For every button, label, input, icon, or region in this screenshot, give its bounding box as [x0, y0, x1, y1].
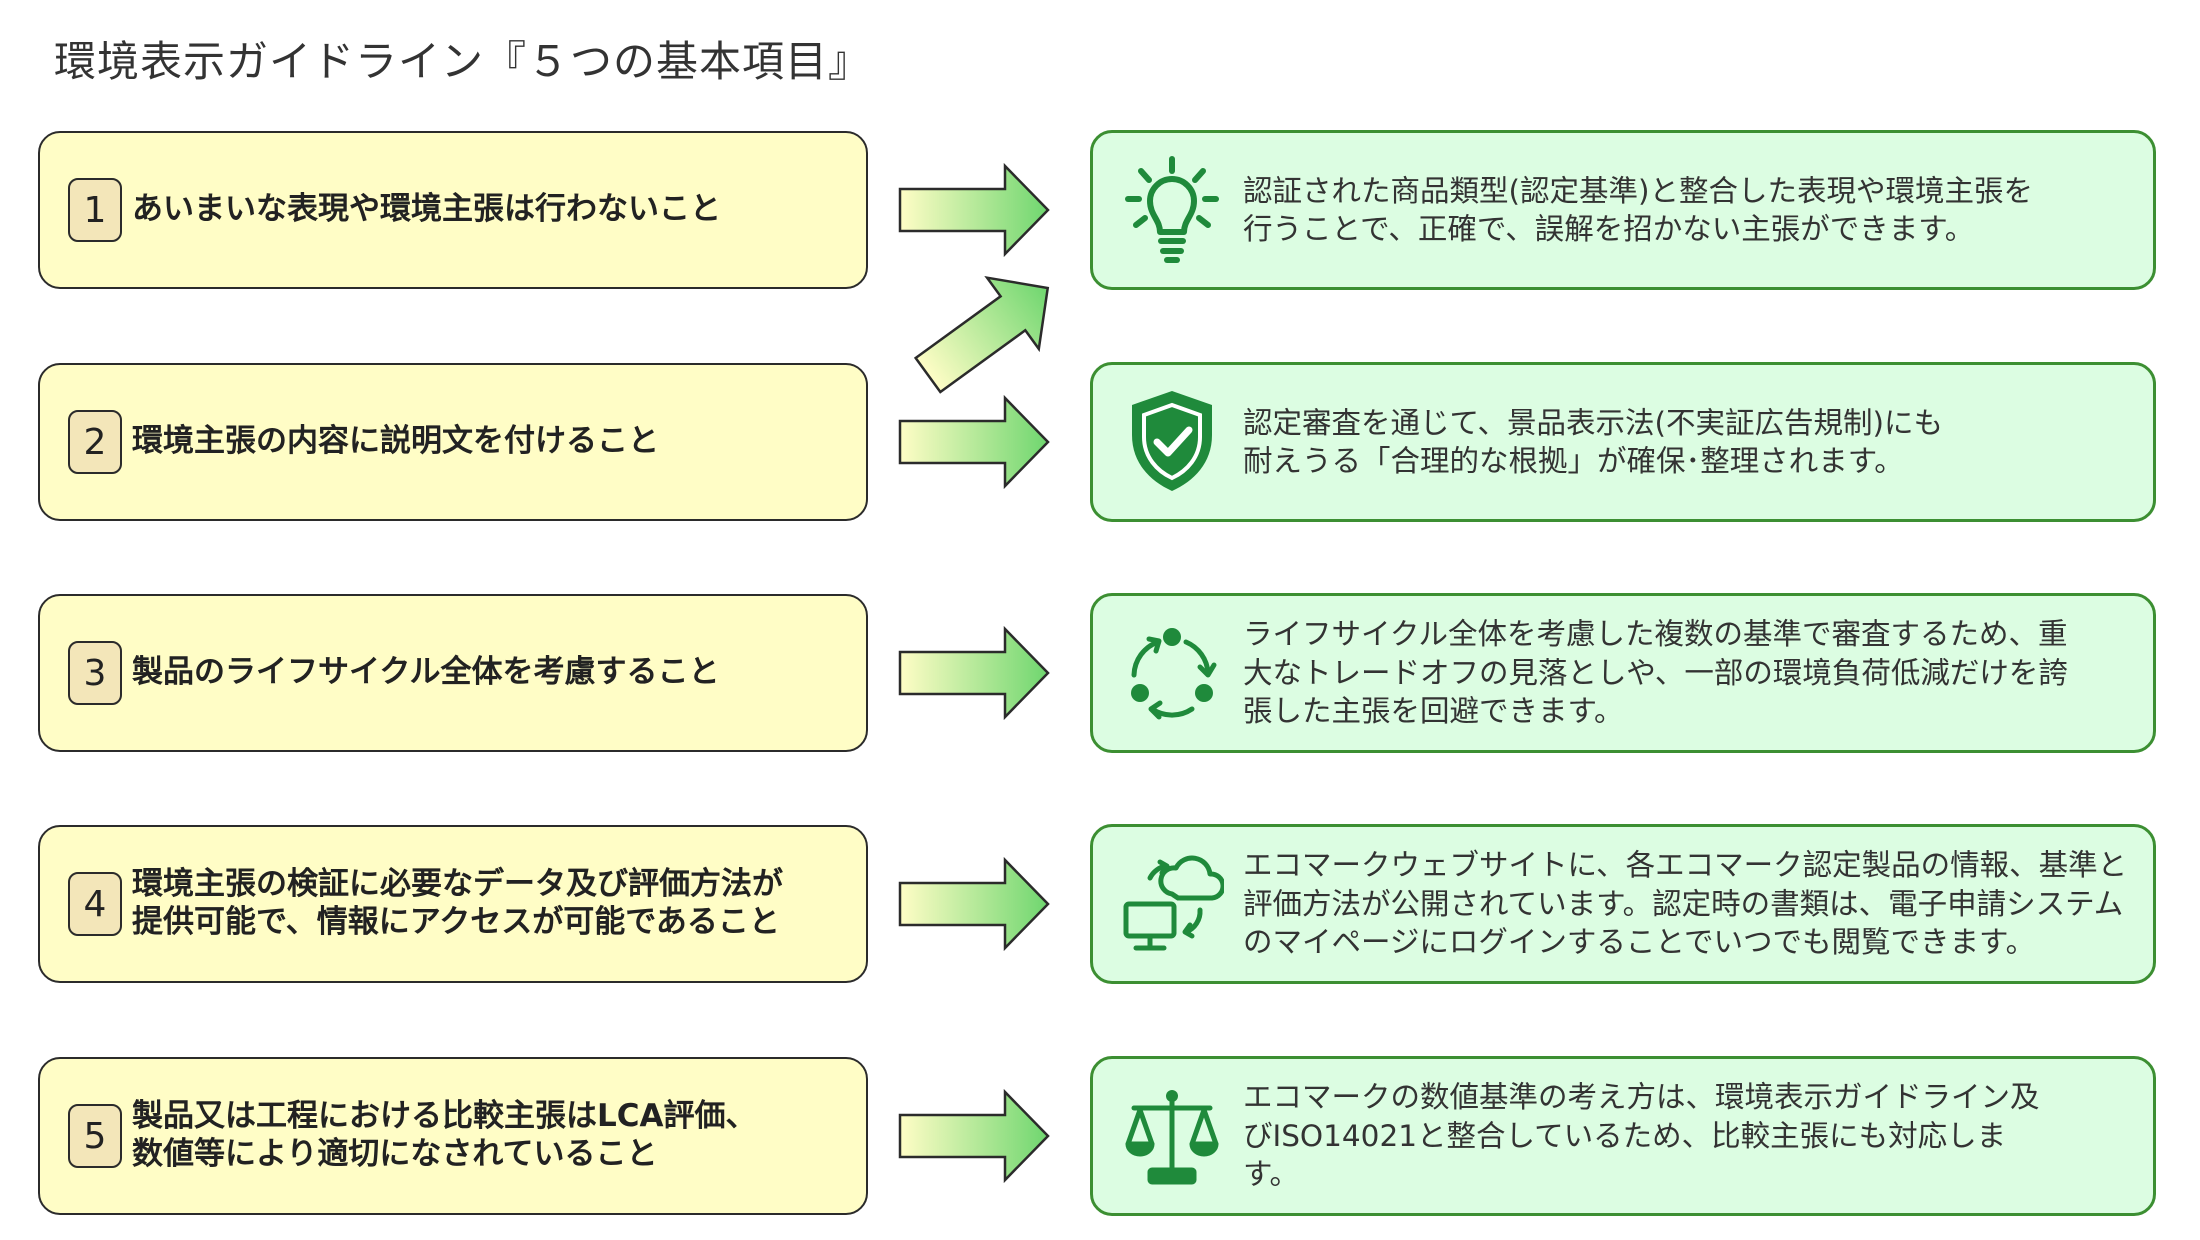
page-title: 環境表示ガイドライン『５つの基本項目』 [54, 37, 872, 86]
cycle-icon [1117, 618, 1227, 728]
benefit-item-1: 認証された商品類型(認定基準)と整合した表現や環境主張を 行うことで、正確で、誤… [1090, 130, 2156, 290]
benefit-item-5: エコマークの数値基準の考え方は、環境表示ガイドライン及 びISO14021と整合… [1090, 1056, 2156, 1216]
guideline-text: 製品のライフサイクル全体を考慮すること [132, 654, 720, 691]
benefit-text: エコマークの数値基準の考え方は、環境表示ガイドライン及 びISO14021と整合… [1243, 1080, 2040, 1192]
right-arrow [898, 1088, 1050, 1184]
guideline-text: 製品又は工程における比較主張はLCA評価、 数値等により適切になされていること [132, 1098, 757, 1172]
right-arrow [898, 856, 1050, 952]
item-number-badge: 3 [68, 641, 122, 705]
benefit-text: ライフサイクル全体を考慮した複数の基準で審査するため、重 大なトレードオフの見落… [1243, 617, 2068, 729]
benefit-text: エコマークウェブサイトに、各エコマーク認定製品の情報、基準と 評価方法が公開され… [1243, 848, 2128, 960]
right-arrow [898, 625, 1050, 721]
guideline-item-3: 3 製品のライフサイクル全体を考慮すること [38, 594, 868, 752]
benefit-text: 認定審査を通じて、景品表示法(不実証広告規制)にも 耐えうる「合理的な根拠」が確… [1243, 405, 1944, 478]
guideline-item-1: 1 あいまいな表現や環境主張は行わないこと [38, 131, 868, 289]
right-arrow [898, 394, 1050, 490]
item-number-badge: 5 [68, 1104, 122, 1168]
right-arrow [898, 162, 1050, 258]
guideline-item-4: 4 環境主張の検証に必要なデータ及び評価方法が 提供可能で、情報にアクセスが可能… [38, 825, 868, 983]
diagonal-arrow [913, 275, 1050, 394]
benefit-item-3: ライフサイクル全体を考慮した複数の基準で審査するため、重 大なトレードオフの見落… [1090, 593, 2156, 753]
item-number-badge: 4 [68, 872, 122, 936]
lightbulb-icon [1117, 155, 1227, 265]
benefit-item-4: エコマークウェブサイトに、各エコマーク認定製品の情報、基準と 評価方法が公開され… [1090, 824, 2156, 984]
item-number-badge: 2 [68, 410, 122, 474]
cloud-computer-icon [1117, 849, 1227, 959]
benefit-item-2: 認定審査を通じて、景品表示法(不実証広告規制)にも 耐えうる「合理的な根拠」が確… [1090, 362, 2156, 522]
guideline-text: 環境主張の検証に必要なデータ及び評価方法が 提供可能で、情報にアクセスが可能であ… [132, 866, 783, 940]
guideline-item-2: 2 環境主張の内容に説明文を付けること [38, 363, 868, 521]
shield-check-icon [1117, 387, 1227, 497]
guideline-text: 環境主張の内容に説明文を付けること [132, 423, 659, 460]
balance-scale-icon [1117, 1081, 1227, 1191]
guideline-item-5: 5 製品又は工程における比較主張はLCA評価、 数値等により適切になされているこ… [38, 1057, 868, 1215]
benefit-text: 認証された商品類型(認定基準)と整合した表現や環境主張を 行うことで、正確で、誤… [1243, 173, 2034, 246]
guideline-text: あいまいな表現や環境主張は行わないこと [132, 191, 721, 228]
item-number-badge: 1 [68, 178, 122, 242]
